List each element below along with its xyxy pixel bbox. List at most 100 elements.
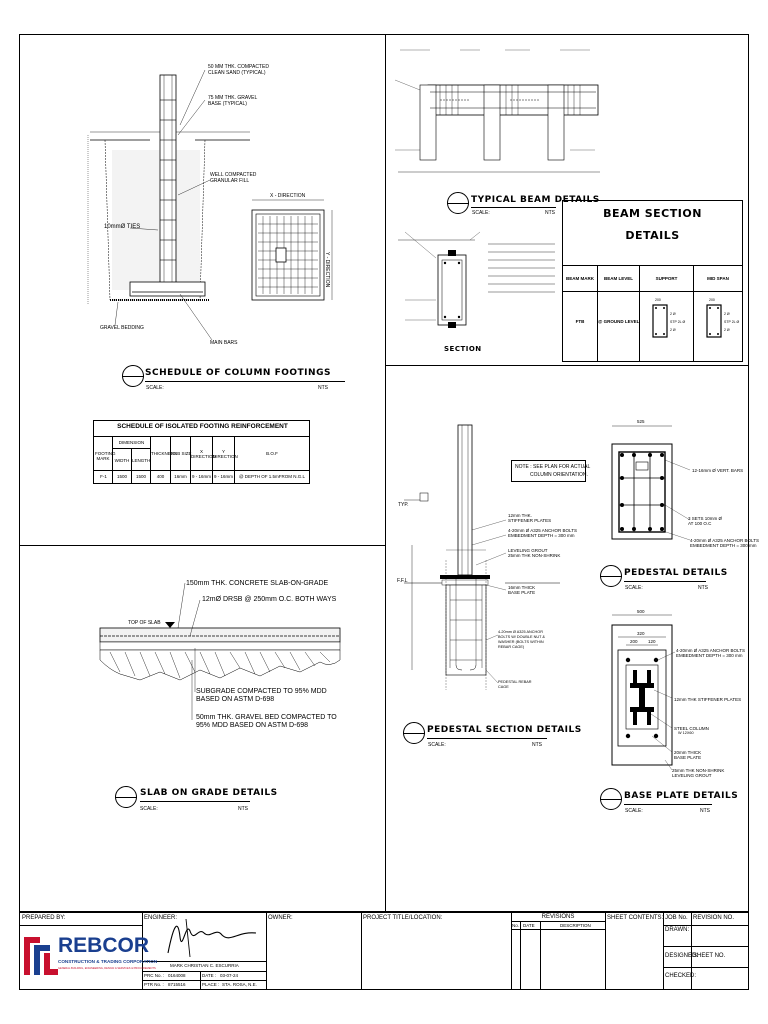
tb-place-val: STA. ROSA, N.E. bbox=[222, 982, 257, 987]
tb-revision-no: REVISION NO. bbox=[693, 915, 735, 921]
tb-date-label: DATE : bbox=[202, 973, 217, 978]
schedule-cell-mark: F-1 bbox=[100, 474, 107, 479]
schedule-cell-width: 1500 bbox=[116, 474, 127, 479]
pedestal-bubble-divider bbox=[403, 733, 425, 734]
bsd-dim-support: 200 bbox=[655, 298, 661, 302]
tb-sheet-no: SHEET NO. bbox=[693, 953, 726, 959]
footing-note-ties: 10mmØ TIES bbox=[104, 224, 141, 230]
company-logo: REBCOR CONSTRUCTION & TRADING CORPORATIO… bbox=[22, 929, 157, 985]
slab-nts: NTS bbox=[238, 806, 248, 812]
slab-bubble-divider bbox=[115, 797, 137, 798]
bsd-mid-bot: 2 Ø bbox=[724, 328, 730, 332]
schedule-cell-thickness: 400 bbox=[156, 474, 165, 479]
drawing-sheet bbox=[19, 34, 749, 912]
panel-divider-vertical bbox=[385, 34, 386, 912]
footing-scale-label: SCALE: bbox=[146, 385, 164, 391]
beam-scale-label: SCALE: bbox=[472, 210, 490, 216]
engineer-signature bbox=[167, 918, 257, 958]
bp-plate: 20mm THICK bbox=[674, 750, 702, 755]
pedestal-note-box: NOTE : SEE PLAN FOR ACTUAL COLUMN ORIENT… bbox=[511, 460, 590, 482]
footing-note-fill: WELL COMPACTED bbox=[210, 172, 257, 178]
bp-col-2: W 12X60 bbox=[678, 731, 694, 735]
pd-scale-label: SCALE: bbox=[625, 585, 643, 591]
tb-rev-date: DATE bbox=[523, 923, 535, 928]
schedule-cell-rsb: 16mm bbox=[174, 474, 187, 479]
panel-divider-left bbox=[19, 545, 385, 546]
tb-revisions: REVISIONS bbox=[541, 914, 575, 920]
bp-bolts: 4-20mm Ø A325 ANCHOR BOLTS bbox=[676, 648, 745, 653]
schedule-h-footing: FOOTING MARK bbox=[95, 451, 116, 461]
bp-bubble-divider bbox=[600, 799, 622, 800]
pedestal-anchor-note: 4-20mm Ø A325 ANCHOR bbox=[498, 630, 543, 634]
tb-prc-label: PRC No. : bbox=[144, 973, 165, 978]
pedestal-rebar-2: CAGE bbox=[498, 685, 509, 689]
slab-note-gravel: 50mm THK. GRAVEL BED COMPACTED TO bbox=[196, 714, 337, 721]
footing-x-direction: X - DIRECTION bbox=[270, 193, 306, 199]
bsd-mid-stirrup: STP 2L Ø bbox=[724, 320, 740, 324]
pd-bolts-2: EMBEDMENT DEPTH = 300 mm bbox=[690, 543, 757, 548]
bp-grout: 25mm THK NON-SHRINK bbox=[672, 768, 725, 773]
footing-nts: NTS bbox=[318, 385, 328, 391]
bp-plate-2: BASE PLATE bbox=[674, 755, 702, 760]
bsd-level: @ GROUND LEVEL bbox=[598, 319, 640, 324]
bp-dim-b: 120 bbox=[648, 639, 656, 644]
bsd-h-support: SUPPORT bbox=[655, 276, 678, 281]
pedestal-scale-label: SCALE: bbox=[428, 742, 446, 748]
bsd-mark: FTB bbox=[575, 319, 585, 324]
footing-bubble-divider bbox=[122, 376, 144, 377]
pedestal-anchor-2: EMBEDMENT DEPTH = 300 mm bbox=[508, 533, 575, 538]
slab-note-concrete: 150mm THK. CONCRETE SLAB-ON-GRADE bbox=[186, 580, 329, 587]
pd-nts: NTS bbox=[698, 585, 708, 591]
pd-title-underline bbox=[624, 581, 706, 582]
schedule-h-length: LENGTH bbox=[132, 458, 151, 463]
schedule-cell-y: 9 - 16mm bbox=[213, 474, 233, 479]
bp-dim-outer: 500 bbox=[637, 609, 645, 614]
bsd-h-mark: BEAM MARK bbox=[566, 276, 594, 281]
pd-title: PEDESTAL DETAILS bbox=[624, 568, 728, 578]
bsd-support-bot: 2 Ø bbox=[670, 328, 676, 332]
schedule-h-thickness: THICKNESS bbox=[151, 451, 177, 456]
pd-bolts: 4-20mm Ø A325 ANCHOR BOLTS bbox=[690, 538, 759, 543]
tb-date-val: 03-07-24 bbox=[220, 973, 239, 978]
bp-nts: NTS bbox=[700, 808, 710, 814]
footing-note-gravel-2: BASE (TYPICAL) bbox=[208, 101, 247, 107]
schedule-h-bof: B.O.F bbox=[266, 451, 278, 456]
logo-sub: CONSTRUCTION & TRADING CORPORATION bbox=[58, 959, 158, 964]
bsd-h-level: BEAM LEVEL bbox=[603, 276, 633, 281]
beam-title-underline bbox=[471, 207, 556, 208]
pedestal-anchor-note-2: BOLTS W/ DOUBLE NUT & bbox=[498, 635, 545, 639]
bsd-support-stirrup: STP 2L Ø bbox=[670, 320, 686, 324]
pedestal-anchor: 4-20mm Ø A325 ANCHOR BOLTS bbox=[508, 528, 577, 533]
pedestal-rebar: PEDESTAL REBAR bbox=[498, 680, 532, 684]
footing-note-main-bars: MAIN BARS bbox=[210, 340, 238, 346]
beam-section-table: BEAM SECTION DETAILS BEAM MARK BEAM LEVE… bbox=[562, 200, 743, 362]
schedule-h-dimension: DIMENSION bbox=[118, 440, 145, 445]
tb-project: PROJECT TITLE/LOCATION: bbox=[363, 915, 443, 921]
footing-note-gravel-bedding: GRAVEL BEDDING bbox=[100, 325, 144, 331]
bsd-dim-mid: 200 bbox=[709, 298, 715, 302]
logo-name: REBCOR bbox=[58, 934, 150, 957]
pedestal-title-underline bbox=[427, 738, 547, 739]
schedule-h-width: WIDTH bbox=[114, 458, 130, 463]
slab-title-underline bbox=[140, 801, 250, 802]
pedestal-grout-2: 25mm THK NON-SHRINK bbox=[508, 553, 561, 558]
bp-stiff: 12mm THK STIFFENER PLATES bbox=[674, 697, 742, 702]
schedule-title: SCHEDULE OF ISOLATED FOOTING REINFORCEME… bbox=[117, 423, 288, 430]
tb-checked: CHECKED: bbox=[665, 973, 697, 979]
pedestal-ffl: F.F.L bbox=[397, 578, 408, 584]
slab-note-subgrade-2: BASED ON ASTM D-698 bbox=[196, 696, 275, 703]
bp-dim-a: 200 bbox=[630, 639, 638, 644]
tb-rev-desc: DESCRIPTION bbox=[560, 923, 591, 928]
tb-prepared: PREPARED BY: bbox=[22, 915, 66, 921]
footing-note-gravel: 75 MM THK. GRAVEL bbox=[208, 95, 258, 101]
beam-nts: NTS bbox=[545, 210, 555, 216]
pedestal-nts: NTS bbox=[532, 742, 542, 748]
slab-note-subgrade: SUBGRADE COMPACTED TO 95% MDD bbox=[196, 688, 327, 695]
pedestal-stiff: 12mm THK. bbox=[508, 513, 532, 518]
bsd-title-1: BEAM SECTION bbox=[603, 207, 702, 220]
schedule-cell-bof: @ DEPTH OF 1.5mFROM N.G.L bbox=[238, 474, 306, 479]
pedestal-base: 16mm THICK bbox=[508, 585, 536, 590]
pedestal-note-see-2: COLUMN ORIENTATION. bbox=[530, 472, 588, 478]
tb-eng-name: MARK CHRISTIAN C. ESCURRIA bbox=[170, 963, 239, 968]
bsd-mid-top: 2 Ø bbox=[724, 312, 730, 316]
